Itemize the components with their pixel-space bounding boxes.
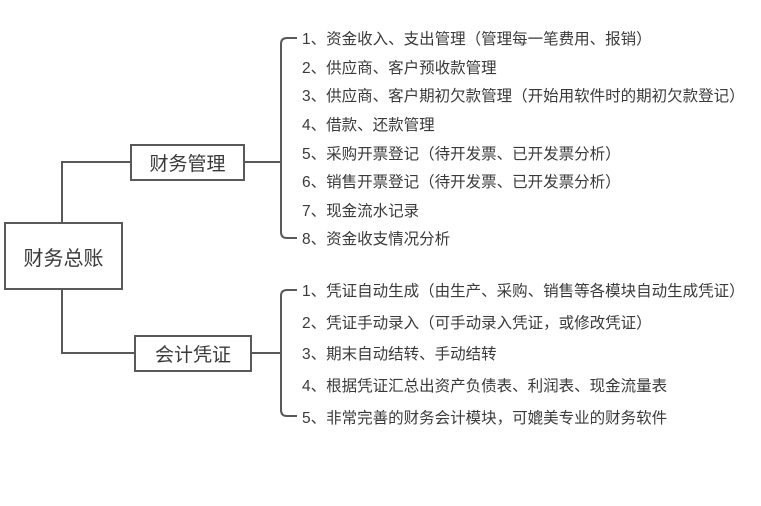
list-item: 3、期末自动结转、手动结转 <box>302 346 497 364</box>
bracket-accounting-voucher-items <box>280 289 297 417</box>
list-item: 2、凭证手动录入（可手动录入凭证，或修改凭证） <box>302 314 652 332</box>
accounting-voucher-item-list: 1、凭证自动生成（由生产、采购、销售等各模块自动生成凭证） 2、凭证手动录入（可… <box>302 274 757 432</box>
list-item: 7、现金流水记录 <box>302 202 420 220</box>
root-node-label: 财务总账 <box>23 247 104 270</box>
list-item: 2、供应商、客户预收款管理 <box>302 59 497 77</box>
financial-management-item-list: 1、资金收入、支出管理（管理每一笔费用、报销） 2、供应商、客户预收款管理 3、… <box>302 24 757 253</box>
connector-root-to-financial-management <box>61 161 130 222</box>
list-item: 3、供应商、客户期初欠款管理（开始用软件时的期初欠款登记） <box>302 88 745 106</box>
branch-node-accounting-voucher: 会计凭证 <box>134 335 252 372</box>
list-item: 1、凭证自动生成（由生产、采购、销售等各模块自动生成凭证） <box>302 282 745 300</box>
list-item: 1、资金收入、支出管理（管理每一笔费用、报销） <box>302 31 652 49</box>
list-item: 5、非常完善的财务会计模块，可媲美专业的财务软件 <box>302 409 668 427</box>
list-item: 6、销售开票登记（待开发票、已开发票分析） <box>302 174 621 192</box>
list-item: 8、资金收支情况分析 <box>302 231 451 249</box>
branch-node-label: 财务管理 <box>149 154 226 175</box>
connector-root-to-accounting-voucher <box>61 290 134 354</box>
branch-node-label: 会计凭证 <box>154 345 231 366</box>
root-node-general-ledger: 财务总账 <box>4 222 123 290</box>
list-item: 4、根据凭证汇总出资产负债表、利润表、现金流量表 <box>302 377 668 395</box>
bracket-financial-management-items <box>280 37 297 239</box>
branch-node-financial-management: 财务管理 <box>130 144 245 181</box>
list-item: 5、采购开票登记（待开发票、已开发票分析） <box>302 145 621 163</box>
list-item: 4、借款、还款管理 <box>302 117 435 135</box>
